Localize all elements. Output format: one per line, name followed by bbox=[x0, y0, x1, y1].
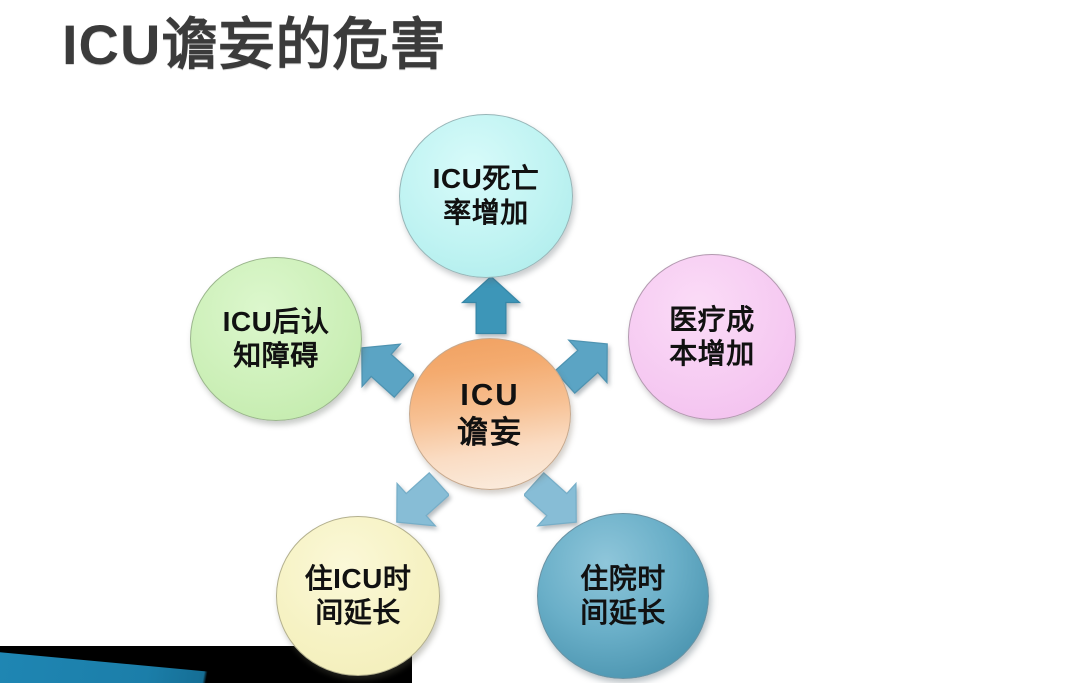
node-hospital-length-of-stay-line1: 住院时 bbox=[580, 562, 666, 594]
node-mortality-line1: ICU死亡 bbox=[432, 162, 540, 194]
node-cognitive-impairment[interactable]: ICU后认 知障碍 bbox=[190, 257, 362, 421]
node-center-line2: 谵妄 bbox=[457, 415, 523, 450]
arrow-up-left-icon bbox=[352, 336, 414, 398]
node-mortality-line2: 率增加 bbox=[443, 197, 529, 228]
arrow-up-icon bbox=[460, 274, 522, 336]
page-title: ICU谵妄的危害 bbox=[62, 13, 447, 76]
node-icu-length-of-stay[interactable]: 住ICU时 间延长 bbox=[276, 516, 440, 676]
arrow-up-right-icon bbox=[555, 332, 617, 394]
arrow-down-left-icon bbox=[387, 472, 449, 534]
node-medical-cost-line1: 医疗成 bbox=[669, 303, 755, 335]
node-icu-length-of-stay-line2: 间延长 bbox=[315, 597, 401, 628]
node-center-icu-delirium[interactable]: ICU 谵妄 bbox=[409, 338, 571, 490]
node-medical-cost[interactable]: 医疗成 本增加 bbox=[628, 254, 796, 420]
node-medical-cost-line2: 本增加 bbox=[669, 338, 755, 369]
node-hospital-length-of-stay-line2: 间延长 bbox=[580, 597, 666, 628]
node-cognitive-impairment-line2: 知障碍 bbox=[233, 340, 319, 371]
node-icu-length-of-stay-line1: 住ICU时 bbox=[304, 562, 412, 594]
node-hospital-length-of-stay[interactable]: 住院时 间延长 bbox=[537, 513, 709, 679]
node-cognitive-impairment-line1: ICU后认 bbox=[222, 305, 330, 337]
node-center-line1: ICU bbox=[460, 377, 520, 413]
node-mortality[interactable]: ICU死亡 率增加 bbox=[399, 114, 573, 278]
arrow-down-right-icon bbox=[524, 472, 586, 534]
